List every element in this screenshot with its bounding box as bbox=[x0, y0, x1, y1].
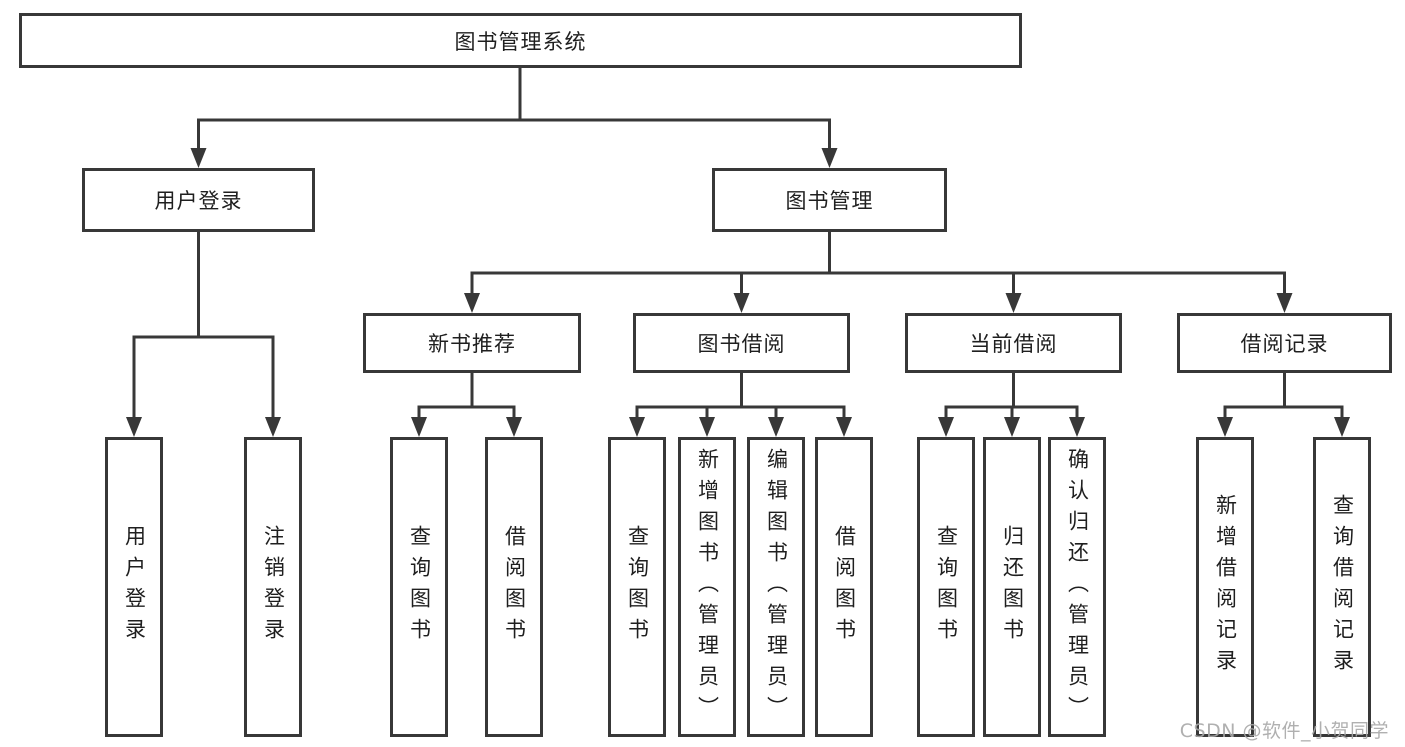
node-leaf-query-borrow-record-label: 查询借阅记录 bbox=[1330, 494, 1355, 680]
node-current-borrow-label: 当前借阅 bbox=[969, 332, 1058, 356]
node-leaf-user-login-label: 用户登录 bbox=[122, 525, 147, 649]
connector-current-borrow-children bbox=[938, 373, 1085, 437]
node-borrow-record: 借阅记录 bbox=[1177, 313, 1392, 373]
node-leaf-confirm-return-admin-label: 确认归还（管理员） bbox=[1065, 447, 1090, 727]
connector-user-login-children bbox=[126, 232, 281, 437]
node-leaf-borrow-books-1: 借阅图书 bbox=[485, 437, 543, 737]
node-leaf-borrow-books-2-label: 借阅图书 bbox=[832, 525, 857, 649]
node-current-borrow: 当前借阅 bbox=[905, 313, 1122, 373]
node-leaf-add-books-admin-label: 新增图书（管理员） bbox=[695, 447, 720, 727]
connector-root-to-level2 bbox=[190, 68, 838, 168]
node-user-login-label: 用户登录 bbox=[154, 189, 243, 213]
node-leaf-logout-label: 注销登录 bbox=[261, 525, 286, 649]
node-leaf-add-borrow-record: 新增借阅记录 bbox=[1196, 437, 1254, 737]
node-leaf-user-login: 用户登录 bbox=[105, 437, 163, 737]
node-new-book-rec: 新书推荐 bbox=[363, 313, 581, 373]
node-root: 图书管理系统 bbox=[19, 13, 1022, 68]
node-leaf-query-borrow-record: 查询借阅记录 bbox=[1313, 437, 1371, 737]
node-book-borrow-label: 图书借阅 bbox=[697, 332, 786, 356]
node-leaf-query-books-3-label: 查询图书 bbox=[934, 525, 959, 649]
node-leaf-confirm-return-admin: 确认归还（管理员） bbox=[1048, 437, 1106, 737]
node-leaf-query-books-1: 查询图书 bbox=[390, 437, 448, 737]
node-leaf-edit-books-admin: 编辑图书（管理员） bbox=[747, 437, 805, 737]
node-leaf-borrow-books-1-label: 借阅图书 bbox=[502, 525, 527, 649]
node-leaf-edit-books-admin-label: 编辑图书（管理员） bbox=[764, 447, 789, 727]
node-leaf-query-books-2: 查询图书 bbox=[608, 437, 666, 737]
node-leaf-return-books-label: 归还图书 bbox=[1000, 525, 1025, 649]
node-new-book-rec-label: 新书推荐 bbox=[428, 332, 516, 356]
node-leaf-query-books-2-label: 查询图书 bbox=[625, 525, 650, 649]
node-book-borrow: 图书借阅 bbox=[633, 313, 850, 373]
connector-book-mgmt-children bbox=[464, 232, 1293, 313]
node-borrow-record-label: 借阅记录 bbox=[1240, 332, 1329, 356]
connector-new-book-rec-children bbox=[411, 373, 522, 437]
node-root-label: 图书管理系统 bbox=[454, 29, 587, 54]
watermark: CSDN @软件_小贺同学 bbox=[1179, 720, 1389, 742]
node-book-mgmt: 图书管理 bbox=[712, 168, 947, 232]
node-leaf-query-books-1-label: 查询图书 bbox=[407, 525, 432, 649]
node-book-mgmt-label: 图书管理 bbox=[785, 189, 874, 213]
connector-borrow-record-children bbox=[1217, 373, 1350, 437]
node-leaf-borrow-books-2: 借阅图书 bbox=[815, 437, 873, 737]
node-leaf-logout: 注销登录 bbox=[244, 437, 302, 737]
node-leaf-add-books-admin: 新增图书（管理员） bbox=[678, 437, 736, 737]
node-leaf-add-borrow-record-label: 新增借阅记录 bbox=[1213, 494, 1238, 680]
connector-book-borrow-children bbox=[629, 373, 852, 437]
node-leaf-return-books: 归还图书 bbox=[983, 437, 1041, 737]
node-user-login: 用户登录 bbox=[82, 168, 315, 232]
node-leaf-query-books-3: 查询图书 bbox=[917, 437, 975, 737]
